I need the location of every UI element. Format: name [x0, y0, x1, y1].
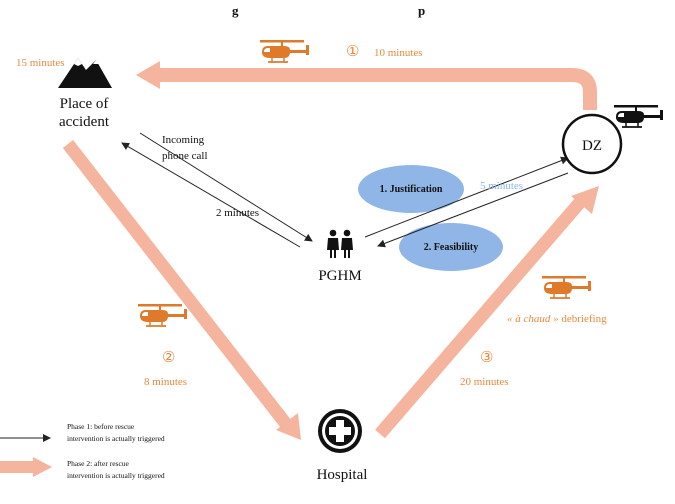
legend-phase1-line1: Phase 1: before rescue — [67, 422, 135, 431]
title-fragment-right: p — [418, 3, 425, 18]
incoming-call-line2: phone call — [162, 150, 208, 162]
step2-number: ② — [162, 350, 175, 366]
step3-number: ③ — [480, 350, 493, 366]
feasibility-ellipse — [399, 223, 503, 271]
accident-label-line2: accident — [59, 114, 110, 130]
justification-ellipse — [358, 165, 464, 213]
dz-label: DZ — [582, 138, 602, 154]
helicopter-dark-icon — [613, 104, 664, 128]
thin-arrow-accident-to-pghm — [139, 132, 313, 242]
thin-arrow-pghm-to-accident — [121, 142, 301, 248]
helicopter-icon-step2 — [137, 303, 188, 327]
legend: Phase 1: before rescue intervention is a… — [0, 422, 165, 480]
legend-phase2-line2: intervention is actually triggered — [67, 471, 165, 480]
feasibility-label: 2. Feasibility — [424, 242, 478, 253]
helicopter-icon-step3 — [541, 275, 592, 299]
incoming-call-line1: Incoming — [162, 134, 205, 146]
mountain-icon — [58, 58, 112, 88]
thin-arrow-dz-to-pghm — [377, 172, 569, 248]
legend-phase1-line2: intervention is actually triggered — [67, 434, 165, 443]
thick-arrow-dz-to-accident — [136, 61, 597, 110]
legend-phase2-line1: Phase 2: after rescue — [67, 459, 130, 468]
justification-label: 1. Justification — [380, 184, 443, 195]
dz-circle-icon — [561, 113, 623, 175]
debriefing-label: « à chaud » debriefing — [507, 313, 607, 325]
thick-arrow-accident-to-hospital — [62, 140, 301, 440]
step2-time: 8 minutes — [144, 376, 187, 388]
people-icon — [327, 229, 353, 258]
two-minutes-label: 2 minutes — [216, 207, 259, 219]
step3-time: 20 minutes — [460, 376, 509, 388]
accident-label-line1: Place of — [60, 96, 109, 112]
thin-arrow-pghm-to-dz — [364, 156, 569, 238]
step1-time: 10 minutes — [374, 47, 423, 59]
helicopter-icon-step1 — [259, 39, 310, 63]
step1-number: ① — [346, 44, 359, 60]
fifteen-minutes-label: 15 minutes — [16, 57, 65, 69]
hospital-label: Hospital — [317, 467, 368, 483]
medical-cross-icon — [318, 409, 362, 453]
five-minutes-label: 5 minutes — [480, 180, 523, 192]
thick-arrow-hospital-to-dz — [375, 186, 599, 439]
pghm-label: PGHM — [318, 268, 361, 284]
title-fragment-left: g — [232, 3, 239, 18]
